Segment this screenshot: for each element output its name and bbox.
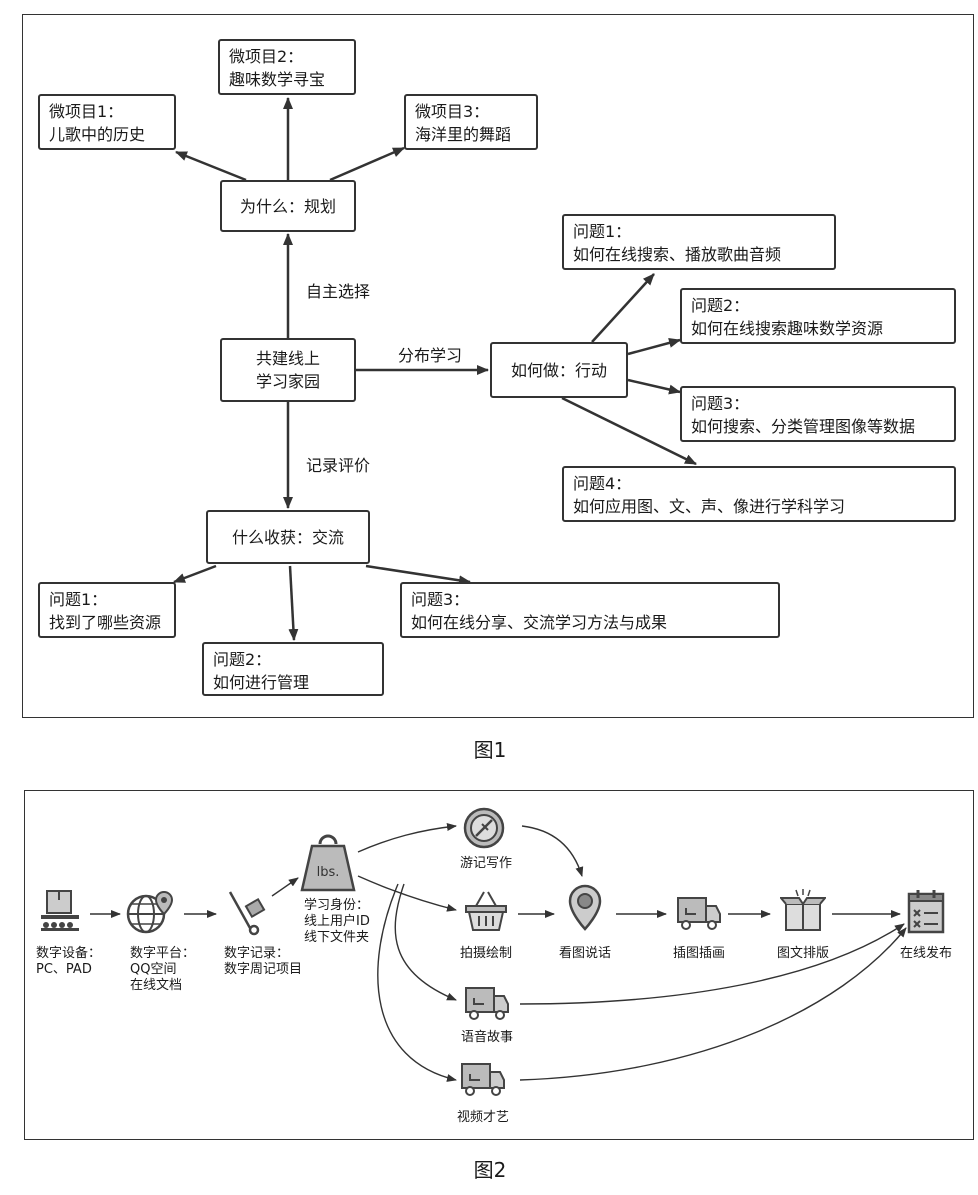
travel-label: 游记写作 — [459, 856, 512, 871]
identity-line1: 学习身份： — [304, 898, 370, 913]
photo-label: 拍摄绘制 — [459, 946, 512, 961]
harvest-question-2-text: 如何进行管理 — [213, 673, 310, 692]
action-question-3-title: 问题3： — [691, 394, 750, 413]
action-question-1-text: 如何在线搜索、播放歌曲音频 — [573, 245, 782, 264]
basket-icon — [465, 891, 507, 931]
platform-line2: QQ空间 — [130, 962, 177, 977]
action-node: 如何做：行动 — [490, 342, 628, 398]
center-line2: 学习家园 — [255, 372, 320, 391]
harvest-question-3-title: 问题3： — [411, 590, 470, 609]
action-question-2-node: 问题2： 如何在线搜索趣味数学资源 — [680, 288, 956, 344]
arrow-harvest-q3 — [365, 564, 471, 586]
layout-label: 图文排版 — [776, 946, 829, 961]
micro-project-2-node: 微项目2： 趣味数学寻宝 — [218, 39, 356, 95]
edge-label-right: 分布学习 — [398, 346, 463, 365]
identity-line3: 线下文件夹 — [304, 930, 370, 945]
edge-label-up: 自主选择 — [306, 282, 371, 301]
arrow-video-publish — [519, 927, 907, 1081]
harvest-question-2-title: 问题2： — [213, 650, 272, 669]
center-line1: 共建线上 — [255, 349, 320, 368]
edge-label-down: 记录评价 — [306, 456, 371, 475]
action-question-3-node: 问题3： 如何搜索、分类管理图像等数据 — [680, 386, 956, 442]
harvest-question-3-node: 问题3： 如何在线分享、交流学习方法与成果 — [400, 582, 780, 638]
talk-label: 看图说话 — [558, 946, 611, 961]
micro-project-3-name: 海洋里的舞蹈 — [415, 125, 512, 144]
action-question-4-text: 如何应用图、文、声、像进行学科学习 — [573, 497, 846, 516]
compass-icon — [463, 807, 505, 849]
arrow-travel-talk — [521, 825, 584, 877]
micro-project-2-title: 微项目2： — [229, 47, 304, 66]
device-line2: PC、PAD — [36, 962, 92, 977]
arrow-identity-photo — [357, 875, 457, 912]
illustrate-label: 插图插画 — [672, 946, 725, 961]
arrow-identity-travel — [357, 823, 457, 853]
voice-label: 语音故事 — [460, 1030, 513, 1045]
weight-icon: lbs. — [300, 834, 356, 892]
figure2-caption: 图2 — [473, 1158, 507, 1182]
center-node: 共建线上 学习家园 — [220, 338, 356, 402]
action-question-1-title: 问题1： — [573, 222, 632, 241]
micro-project-1-title: 微项目1： — [49, 102, 124, 121]
device-label: 数字设备： PC、PAD — [36, 946, 101, 978]
arrow-action-q4 — [561, 396, 697, 466]
action-question-4-node: 问题4： 如何应用图、文、声、像进行学科学习 — [562, 466, 956, 522]
weight-label: lbs. — [317, 865, 340, 880]
micro-project-3-title: 微项目3： — [415, 102, 490, 121]
clipboard-calendar-icon — [907, 890, 945, 934]
video-label: 视频才艺 — [456, 1110, 509, 1125]
micro-project-1-node: 微项目1： 儿歌中的历史 — [38, 94, 176, 150]
arrow-identity-video — [377, 883, 457, 1082]
harvest-question-2-node: 问题2： 如何进行管理 — [202, 642, 384, 696]
arrow-action-q3 — [627, 378, 681, 395]
map-pin-icon — [568, 884, 602, 931]
voice-truck-icon — [465, 987, 509, 1020]
harvest-question-1-text: 找到了哪些资源 — [49, 613, 162, 632]
conveyor-box-icon — [41, 890, 79, 931]
harvest-node: 什么收获：交流 — [206, 510, 370, 564]
harvest-label: 什么收获：交流 — [231, 527, 344, 547]
micro-project-3-node: 微项目3： 海洋里的舞蹈 — [404, 94, 538, 150]
arrow-identity-voice — [394, 883, 457, 1001]
arrow-action-q2 — [627, 338, 681, 356]
arrow-plan-micro1 — [175, 150, 247, 182]
arrow-plan-micro3 — [329, 146, 405, 182]
plan-node: 为什么：规划 — [220, 180, 356, 232]
harvest-question-3-text: 如何在线分享、交流学习方法与成果 — [411, 613, 668, 632]
record-line2: 数字周记项目 — [224, 962, 303, 977]
action-question-1-node: 问题1： 如何在线搜索、播放歌曲音频 — [562, 214, 836, 270]
action-question-4-title: 问题4： — [573, 474, 632, 493]
action-label: 如何做：行动 — [510, 360, 607, 380]
plan-label: 为什么：规划 — [239, 196, 336, 216]
hand-truck-icon — [228, 891, 266, 936]
arrow-harvest-q2 — [288, 565, 299, 641]
action-question-2-text: 如何在线搜索趣味数学资源 — [691, 319, 884, 338]
harvest-question-1-title: 问题1： — [49, 590, 108, 609]
delivery-truck-icon — [677, 897, 721, 930]
open-box-icon — [780, 889, 826, 931]
device-line1: 数字设备： — [36, 946, 102, 961]
action-question-2-title: 问题2： — [691, 296, 750, 315]
arrow-record-identity — [271, 877, 299, 897]
platform-line3: 在线文档 — [130, 978, 183, 993]
figure1-caption: 图1 — [473, 738, 507, 762]
identity-label: 学习身份： 线上用户ID 线下文件夹 — [304, 898, 370, 946]
micro-project-1-name: 儿歌中的历史 — [49, 125, 146, 144]
platform-line1: 数字平台： — [130, 946, 196, 961]
arrow-action-q1 — [591, 273, 655, 343]
action-question-3-text: 如何搜索、分类管理图像等数据 — [691, 417, 916, 436]
micro-project-2-name: 趣味数学寻宝 — [229, 70, 326, 89]
globe-pin-icon — [126, 890, 174, 934]
record-line1: 数字记录： — [224, 946, 290, 961]
harvest-question-1-node: 问题1： 找到了哪些资源 — [38, 582, 176, 638]
video-truck-icon — [461, 1063, 505, 1096]
publish-label: 在线发布 — [899, 946, 952, 961]
identity-line2: 线上用户ID — [304, 914, 370, 929]
arrow-harvest-q1 — [173, 564, 217, 584]
platform-label: 数字平台： QQ空间 在线文档 — [130, 946, 195, 994]
arrow-voice-publish — [519, 923, 905, 1005]
record-label: 数字记录： 数字周记项目 — [224, 946, 302, 978]
